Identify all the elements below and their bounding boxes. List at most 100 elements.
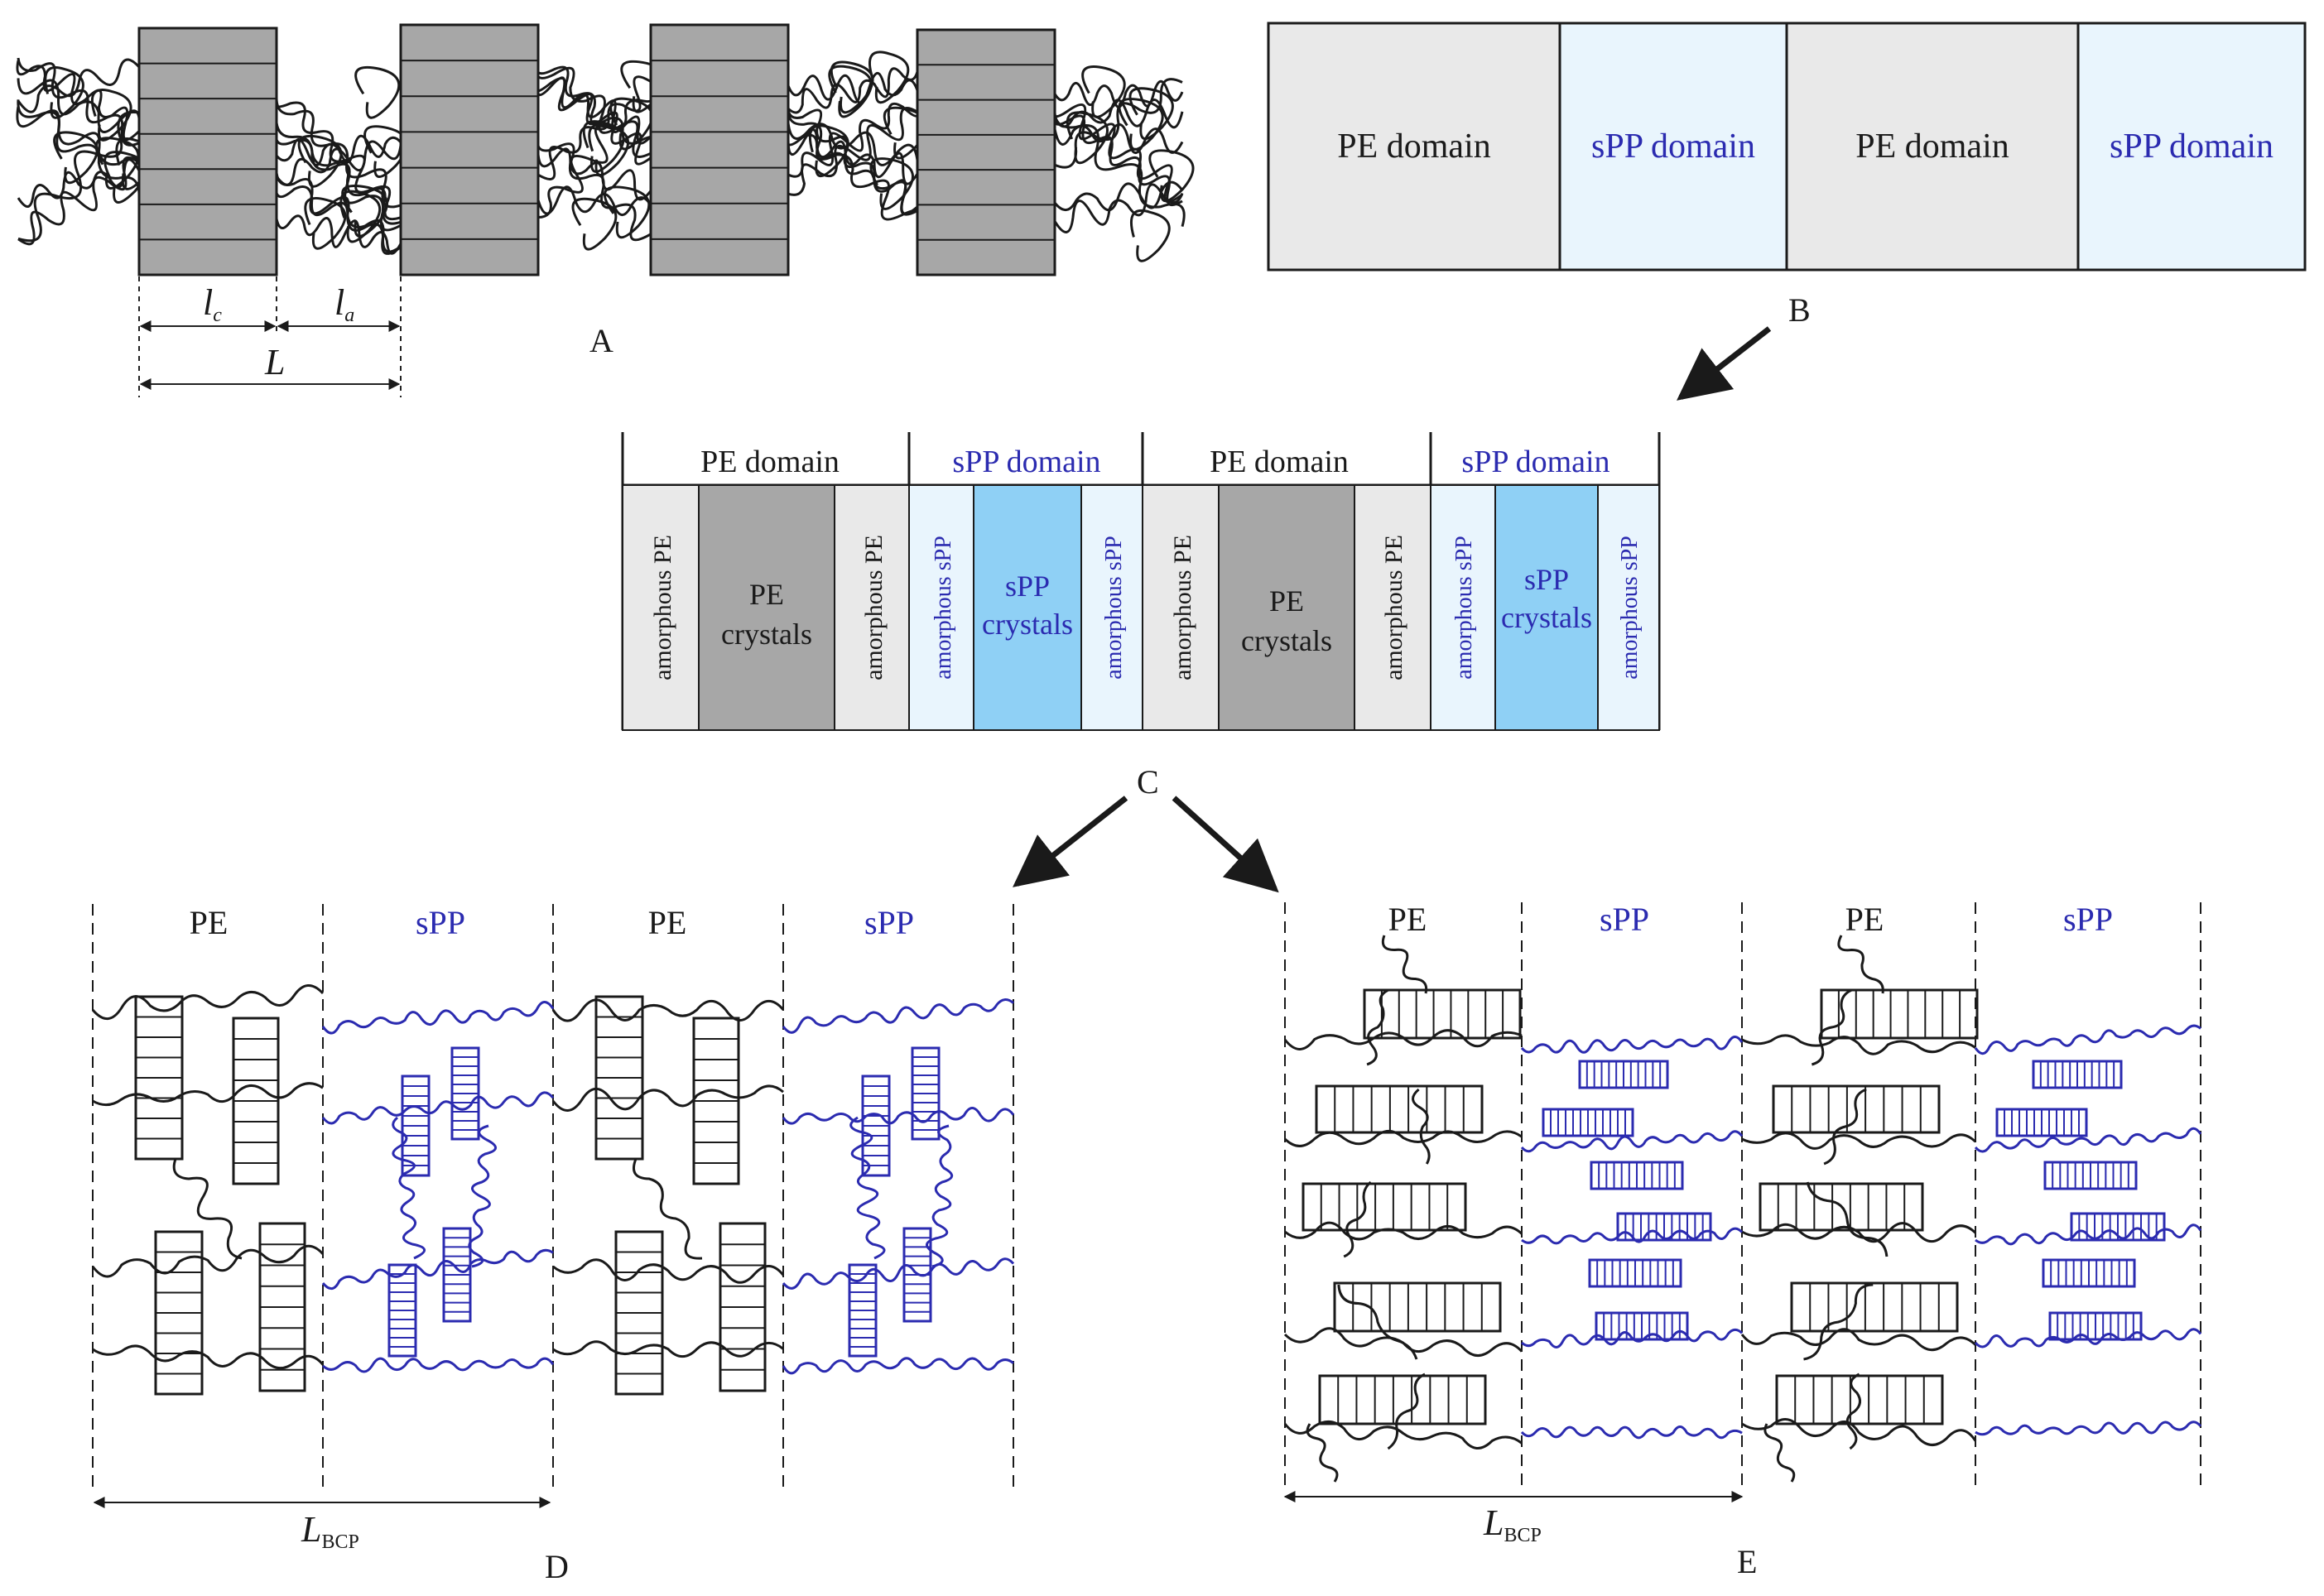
domain-header: sPP [1600,901,1649,938]
spp-crystals-label: sPP [1524,563,1569,596]
crystal-block [1759,1182,1924,1232]
panel-b: PE domain sPP domain PE domain sPP domai… [1267,22,2307,329]
polymer-chain [468,1124,498,1268]
pe-crystals-label: PE [1269,584,1304,618]
panel-d-label: D [545,1548,569,1585]
polymer-chain [537,84,656,219]
polymer-chain [1283,1420,1523,1449]
polymer-coil [828,65,873,118]
polymer-chain [1053,183,1184,233]
polymer-chain [787,105,918,216]
polymer-chain [551,998,785,1022]
amorphous-spp-label: amorphous sPP [1617,536,1643,679]
polymer-coil [341,185,388,238]
polymer-chain [1366,988,1389,1066]
polymer-chain [275,134,402,167]
polymer-chain [1387,1372,1426,1450]
domain-header: PE [1388,901,1427,938]
panel-a-label: A [589,322,613,359]
polymer-coil [582,120,625,173]
panel-c-label: C [1137,763,1159,800]
panel-e-crystals [1302,988,2166,1425]
polymer-chain [926,1124,954,1268]
amorphous-spp-label: amorphous sPP [931,536,956,679]
spp-crystals-label: sPP [1005,570,1050,603]
polymer-chain [17,99,141,195]
polymer-chain [1845,1372,1861,1450]
amorphous-spp-column [1597,484,1660,731]
polymer-chain [849,1116,886,1260]
domain-header: sPP [2063,901,2113,938]
amorphous-pe-label: amorphous PE [860,535,888,680]
polymer-chain [552,1258,785,1284]
amorphous-spp-label: amorphous sPP [1451,536,1477,679]
la-label: la [334,282,354,326]
lc-label: lc [203,282,222,326]
polymer-coil [868,50,910,104]
polymer-coil [94,137,140,190]
polymer-chain [1763,1423,1796,1483]
panel-a-dimension-lines [138,276,402,397]
pe-crystals-label: PE [749,578,784,611]
amorphous-pe-label: amorphous PE [649,535,676,680]
domain-label: PE domain [1855,127,2009,166]
polymer-chain [1740,1328,1977,1352]
polymer-chain [1053,107,1186,227]
polymer-coil [297,134,343,188]
polymer-chain [782,1257,1015,1290]
polymer-chain [1053,123,1184,155]
domain-header: PE [190,904,229,941]
polymer-chain [537,75,652,180]
amorphous-pe-column [1142,484,1220,731]
polymer-chain [1741,1418,1977,1446]
polymer-chain [275,214,402,255]
polymer-chain [1837,935,1884,994]
polymer-chain [275,99,402,209]
crystal-block [1790,1281,1959,1333]
pe-domain-block [1267,22,1561,272]
polymer-chain [1412,1088,1431,1165]
polymer-chain [535,60,652,158]
polymer-chain [17,156,140,246]
polymer-chain [1974,1024,2201,1055]
panel-d-chains [91,983,1015,1375]
polymer-chain [321,1248,554,1291]
polymer-chain [17,78,141,133]
panel-a: lc la L A [16,23,1195,397]
polymer-coil [90,89,132,142]
polymer-coil [1128,87,1174,140]
polymer-chain [1284,1221,1523,1241]
polymer-chain [275,140,402,186]
polymer-chain [272,89,402,221]
polymer-coil [53,131,99,185]
polymer-coil [1066,111,1109,165]
panel-d: PE sPP PE sPP LBCP D [91,904,1015,1585]
arrow-b-to-c [1677,326,1772,401]
polymer-chain [1975,1223,2202,1246]
polymer-chain [1520,1130,1744,1153]
crystal-lamella [399,23,540,276]
polymer-chain [1741,1132,1977,1150]
panel-e-domain-dividers [1284,902,2201,1490]
spp-crystals-label: crystals [982,608,1073,641]
crystal-block [1315,1084,1484,1134]
polymer-chain [321,1000,555,1035]
crystal-block [1772,1084,1941,1134]
arrow-c-to-d [1013,796,1128,887]
crystal-block [1318,1374,1487,1425]
polymer-chain [1337,1284,1418,1360]
domain-header: sPP domain [952,445,1100,479]
polymer-chain [535,57,657,156]
pe-crystals-column [698,484,835,731]
spp-domain-block [2076,22,2307,272]
amorphous-pe-column [622,484,700,731]
polymer-chain [91,1244,325,1278]
panel-b-label: B [1788,291,1811,329]
polymer-chain [1520,1035,1744,1054]
polymer-chain [322,1357,555,1373]
polymer-chain [536,147,652,201]
polymer-chain [1520,1425,1743,1440]
amorphous-spp-column [1430,484,1496,731]
amorphous-pe-label: amorphous PE [1169,535,1196,680]
polymer-chain [17,111,140,243]
